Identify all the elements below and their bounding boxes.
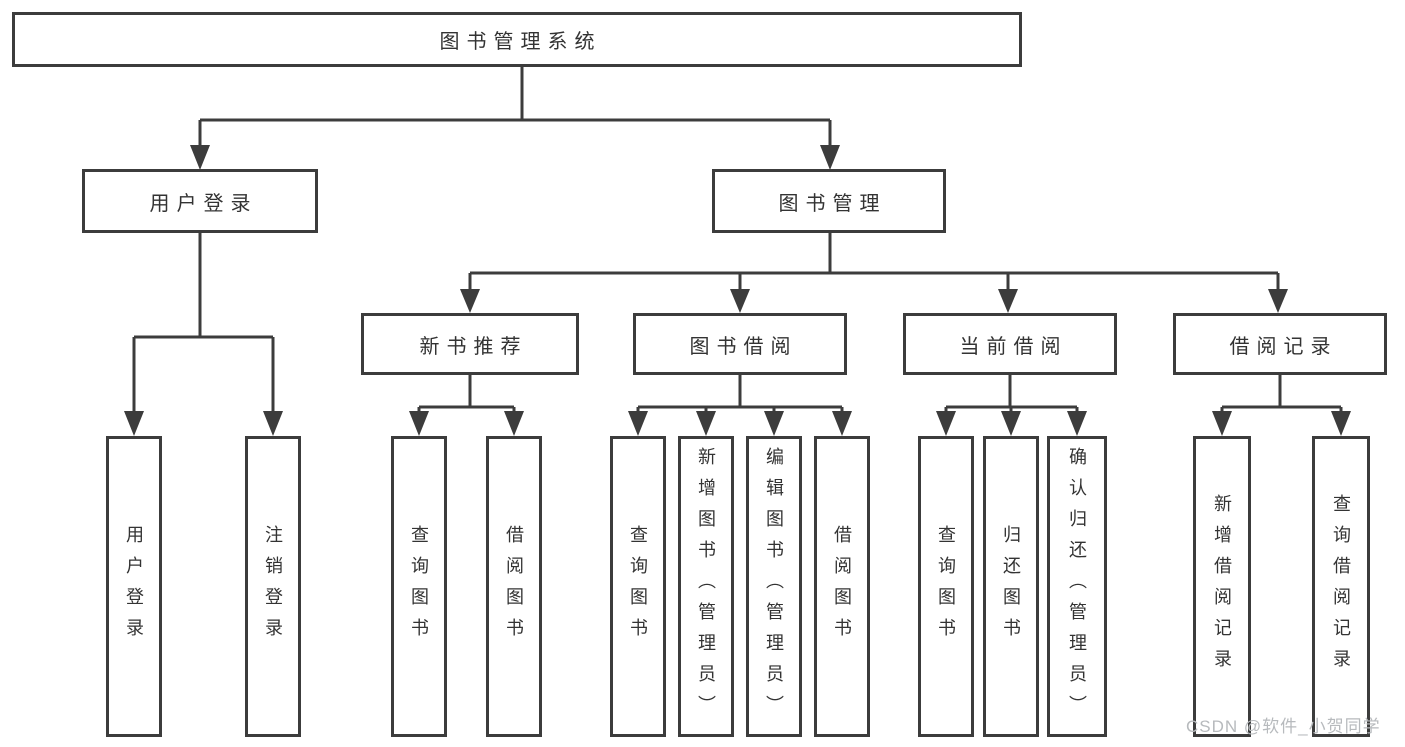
leaf-user-login-label: 用户登录	[124, 524, 144, 649]
leaf-add-books-admin: 新增图书（管理员）	[678, 436, 734, 737]
leaf-query-books-1-label: 查询图书	[409, 524, 429, 649]
node-user-login: 用户登录	[82, 169, 318, 233]
leaf-borrow-books-1-label: 借阅图书	[504, 524, 524, 649]
leaf-user-login: 用户登录	[106, 436, 162, 737]
node-new-book-recommend-label: 新书推荐	[419, 335, 528, 358]
leaf-query-books-3-label: 查询图书	[936, 524, 956, 649]
node-borrow-records: 借阅记录	[1173, 313, 1387, 375]
node-current-borrow-label: 当前借阅	[959, 335, 1068, 358]
leaf-add-borrow-record: 新增借阅记录	[1193, 436, 1251, 737]
connector-new-books-to-leaves	[409, 375, 524, 436]
leaf-query-books-2-label: 查询图书	[628, 524, 648, 649]
connector-records-to-leaves	[1212, 375, 1351, 436]
leaf-query-books-3: 查询图书	[918, 436, 974, 737]
csdn-watermark: CSDN @软件_小贺同学	[1186, 717, 1381, 736]
node-borrow-records-label: 借阅记录	[1229, 335, 1338, 358]
leaf-confirm-return-admin-label: 确认归还（管理员）	[1067, 447, 1087, 726]
node-new-book-recommend: 新书推荐	[361, 313, 579, 375]
node-book-management: 图书管理	[712, 169, 946, 233]
node-user-login-label: 用户登录	[149, 192, 258, 215]
leaf-confirm-return-admin: 确认归还（管理员）	[1047, 436, 1107, 737]
leaf-query-books-1: 查询图书	[391, 436, 447, 737]
leaf-query-borrow-record: 查询借阅记录	[1312, 436, 1370, 737]
connector-current-to-leaves	[936, 375, 1087, 436]
leaf-borrow-books-2-label: 借阅图书	[832, 524, 852, 649]
node-root: 图书管理系统	[12, 12, 1022, 67]
node-root-label: 图书管理系统	[439, 31, 602, 53]
connector-user-login-to-leaves	[124, 233, 283, 436]
leaf-borrow-books-1: 借阅图书	[486, 436, 542, 737]
leaf-logout: 注销登录	[245, 436, 301, 737]
leaf-return-books: 归还图书	[983, 436, 1039, 737]
leaf-return-books-label: 归还图书	[1001, 524, 1021, 649]
node-current-borrow: 当前借阅	[903, 313, 1117, 375]
node-book-borrow-label: 图书借阅	[689, 335, 798, 358]
connector-root-to-level2	[190, 66, 840, 170]
connector-book-mgmt-to-level3	[460, 233, 1288, 313]
connector-borrow-to-leaves	[628, 375, 852, 436]
leaf-logout-label: 注销登录	[263, 524, 283, 649]
leaf-edit-books-admin: 编辑图书（管理员）	[746, 436, 802, 737]
leaf-borrow-books-2: 借阅图书	[814, 436, 870, 737]
leaf-query-borrow-record-label: 查询借阅记录	[1331, 493, 1351, 680]
node-book-borrow: 图书借阅	[633, 313, 847, 375]
leaf-query-books-2: 查询图书	[610, 436, 666, 737]
node-book-management-label: 图书管理	[778, 192, 887, 215]
leaf-add-borrow-record-label: 新增借阅记录	[1212, 493, 1232, 680]
leaf-edit-books-admin-label: 编辑图书（管理员）	[764, 447, 784, 726]
leaf-add-books-admin-label: 新增图书（管理员）	[696, 447, 716, 726]
